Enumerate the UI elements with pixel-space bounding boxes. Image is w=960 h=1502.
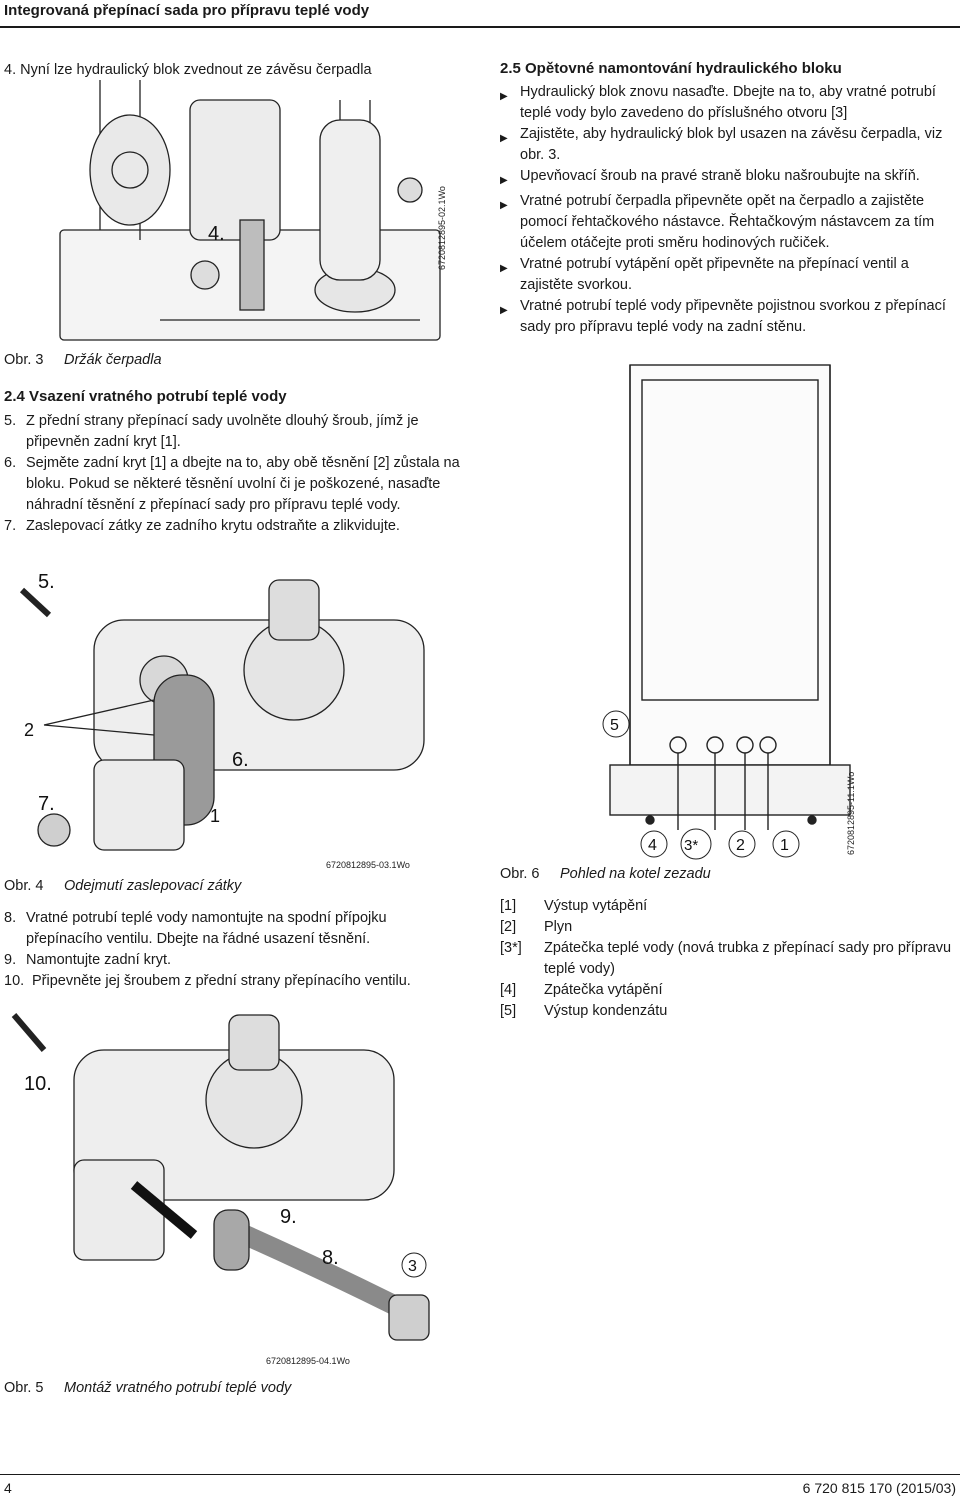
section-2-4-steps: 5. Z přední strany přepínací sady uvolnět…	[4, 411, 464, 537]
figure-5-callout-10: 10.	[24, 1073, 52, 1095]
bullet-triangle-icon: ▶	[500, 305, 508, 316]
figure-5-callout-3: 3	[408, 1258, 417, 1275]
figure-4-label: Obr. 4	[4, 878, 44, 894]
step-8: 8. Vratné potrubí teplé vody namontujte n…	[4, 908, 464, 950]
document-number: 6 720 815 170 (2015/03)	[802, 1480, 956, 1496]
figure-4-callout-5: 5.	[38, 571, 55, 593]
legend-value: Výstup kondenzátu	[544, 1003, 668, 1019]
figure-4-id: 6720812895-03.1Wo	[326, 860, 410, 870]
steps-8-10: 8. Vratné potrubí teplé vody namontujte n…	[4, 908, 464, 992]
bullet-item: ▶ Vratné potrubí teplé vody připevněte po…	[500, 296, 952, 338]
legend-value: Plyn	[544, 919, 573, 935]
step-text: Připevněte jej šroubem z přední strany p…	[32, 973, 411, 989]
figure-5-mounting-return-pipe: 10. 9. 8. 3 6720812895-04.1Wo	[11, 1013, 430, 1366]
legend-row: [2] Plyn	[500, 917, 952, 938]
figure-6-label: Obr. 6	[500, 866, 540, 882]
page-number: 4	[4, 1480, 12, 1496]
figure-3-caption-text: Držák čerpadla	[64, 352, 162, 368]
header-rule	[0, 26, 960, 28]
page-header-title: Integrovaná přepínací sada pro přípravu …	[4, 2, 370, 19]
step-number: 9.	[4, 952, 17, 968]
legend-key: [5]	[500, 1003, 517, 1019]
figure-4-caption-text: Odejmutí zaslepovací zátky	[64, 878, 242, 894]
bullet-text: Vratné potrubí teplé vody připevněte poj…	[520, 298, 946, 335]
step-6: 6. Sejměte zadní kryt [1] a dbejte na to,…	[4, 453, 464, 516]
step-number: 8.	[4, 910, 17, 926]
bullet-item: ▶ Vratné potrubí vytápění opět připevněte…	[500, 254, 952, 296]
legend-key: [2]	[500, 919, 517, 935]
figure-6-boiler-rear-view: 5 4 3* 2 1 6720812895-11.1Wo	[602, 364, 856, 860]
legend-key: [3*]	[500, 940, 522, 956]
legend-row: [5] Výstup kondenzátu	[500, 1001, 952, 1022]
figure-6-id: 6720812895-11.1Wo	[846, 772, 856, 855]
figure-4-callout-1: 1	[210, 806, 220, 826]
step-9: 9. Namontujte zadní kryt.	[4, 950, 464, 971]
figure-6-legend: [1] Výstup vytápění [2] Plyn [3*] Zpátečka …	[500, 896, 952, 1022]
figure-4-callout-6: 6.	[232, 749, 249, 771]
figure-3-caption: Obr. 3 Držák čerpadla	[4, 352, 162, 368]
bullet-triangle-icon: ▶	[500, 175, 508, 186]
figure-6-callout-3-star: 3*	[684, 837, 698, 854]
step-text: Vratné potrubí teplé vody namontujte na …	[26, 910, 387, 947]
section-2-4-heading: 2.4 Vsazení vratného potrubí teplé vody	[4, 388, 287, 405]
legend-value: Výstup vytápění	[544, 898, 648, 914]
figure-3-callout-4: 4.	[208, 223, 225, 245]
step-5: 5. Z přední strany přepínací sady uvolnět…	[4, 411, 464, 453]
legend-row: [3*] Zpátečka teplé vody (nová trubka z p…	[500, 938, 952, 980]
step-number: 7.	[4, 518, 17, 534]
figure-6-callout-2: 2	[736, 837, 745, 854]
legend-row: [4] Zpátečka vytápění	[500, 980, 952, 1001]
figure-5-caption-text: Montáž vratného potrubí teplé vody	[64, 1380, 292, 1396]
step-number: 5.	[4, 413, 17, 429]
bullet-text: Hydraulický blok znovu nasaďte. Dbejte n…	[520, 84, 936, 121]
figure-3-label: Obr. 3	[4, 352, 44, 368]
bullet-text: Vratné potrubí vytápění opět připevněte …	[520, 256, 909, 293]
bullet-triangle-icon: ▶	[500, 263, 508, 274]
bullet-triangle-icon: ▶	[500, 91, 508, 102]
legend-key: [4]	[500, 982, 517, 998]
figure-4-caption: Obr. 4 Odejmutí zaslepovací zátky	[4, 878, 241, 894]
section-2-5-bullets: ▶ Hydraulický blok znovu nasaďte. Dbejte …	[500, 82, 952, 338]
figure-5-id: 6720812895-04.1Wo	[266, 1356, 350, 1366]
figure-5-callout-8: 8.	[322, 1247, 339, 1269]
bullet-text: Vratné potrubí čerpadla připevněte opět …	[520, 193, 935, 251]
figure-4-callout-2: 2	[24, 720, 34, 740]
step-7: 7. Zaslepovací zátky ze zadního krytu ods…	[4, 516, 464, 537]
step-text: Z přední strany přepínací sady uvolněte …	[26, 413, 419, 450]
footer-rule	[0, 1474, 960, 1475]
step-number: 10.	[4, 973, 25, 989]
bullet-item: ▶ Hydraulický blok znovu nasaďte. Dbejte …	[500, 82, 952, 124]
legend-key: [1]	[500, 898, 517, 914]
figure-6-caption: Obr. 6 Pohled na kotel zezadu	[500, 866, 711, 882]
bullet-item: ▶ Upevňovací šroub na pravé straně bloku …	[500, 166, 952, 191]
legend-value: Zpátečka teplé vody (nová trubka z přepí…	[544, 940, 952, 977]
figure-5-callout-9: 9.	[280, 1206, 297, 1228]
figure-6-callout-4: 4	[648, 837, 657, 854]
figure-5-caption: Obr. 5 Montáž vratného potrubí teplé vody	[4, 1380, 291, 1396]
legend-value: Zpátečka vytápění	[544, 982, 663, 998]
figure-3-id: 6720812895-02.1Wo	[437, 186, 447, 270]
figure-3-pump-holder: 4. 6720812895-02.1Wo	[59, 80, 447, 341]
bullet-text: Upevňovací šroub na pravé straně bloku n…	[520, 168, 920, 184]
step-10: 10. Připevněte jej šroubem z přední stran…	[4, 971, 464, 992]
bullet-triangle-icon: ▶	[500, 133, 508, 144]
step-text: Sejměte zadní kryt [1] a dbejte na to, a…	[26, 455, 460, 513]
bullet-text: Zajistěte, aby hydraulický blok byl usaz…	[520, 126, 943, 163]
step-4: 4. Nyní lze hydraulický blok zvednout ze…	[4, 62, 372, 78]
section-2-5-heading: 2.5 Opětovné namontování hydraulického b…	[500, 60, 842, 77]
bullet-item: ▶ Zajistěte, aby hydraulický blok byl usa…	[500, 124, 952, 166]
bullet-triangle-icon: ▶	[500, 200, 508, 211]
figure-6-caption-text: Pohled na kotel zezadu	[560, 866, 711, 882]
figure-6-callout-5: 5	[610, 717, 619, 734]
legend-row: [1] Výstup vytápění	[500, 896, 952, 917]
step-number: 6.	[4, 455, 17, 471]
figure-4-removing-plug: 5. 2 6. 7. 1 6720812895-03.1Wo	[19, 571, 425, 870]
figure-4-callout-7: 7.	[38, 793, 55, 815]
step-text: Namontujte zadní kryt.	[26, 952, 172, 968]
figure-5-label: Obr. 5	[4, 1380, 44, 1396]
bullet-item: ▶ Vratné potrubí čerpadla připevněte opět…	[500, 191, 952, 254]
step-text: Zaslepovací zátky ze zadního krytu odstr…	[26, 518, 400, 534]
figure-6-callout-1: 1	[780, 837, 789, 854]
